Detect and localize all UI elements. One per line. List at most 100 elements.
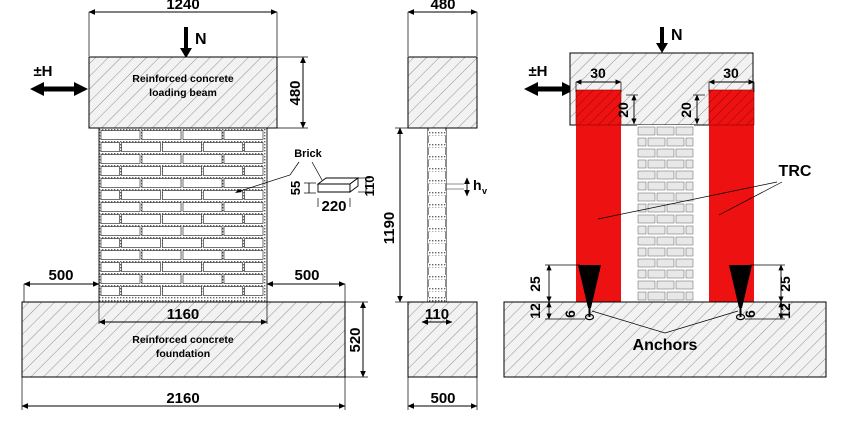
brick-course xyxy=(100,154,264,164)
side-view: 480 xyxy=(381,0,487,410)
brick-course xyxy=(637,159,694,169)
side-masonry-wall xyxy=(427,127,447,303)
dim-6-left-label: 6 xyxy=(562,310,578,318)
dim-6-right-label: 6 xyxy=(742,310,758,318)
brick-detail: Brick 55 220 xyxy=(235,148,377,215)
brick-course xyxy=(100,286,264,296)
dim-30-left-label: 30 xyxy=(590,65,606,81)
dim-front-foundation-width: 2160 xyxy=(21,377,346,410)
dim-course-height: h v xyxy=(446,177,487,197)
front-loading-beam: Reinforced concrete loading beam xyxy=(88,56,278,129)
dim-side-110-label: 110 xyxy=(425,306,449,323)
front-view: 1240 N ±H Reinforced concrete loading be… xyxy=(21,0,377,410)
brick-course xyxy=(100,262,264,272)
brick-course xyxy=(100,202,264,212)
brick-course xyxy=(100,226,264,236)
brick-course xyxy=(100,166,264,176)
brick-course xyxy=(100,130,264,140)
dim-brick-depth: 110 xyxy=(358,176,377,197)
brick-course xyxy=(100,190,264,200)
trc-strip-left xyxy=(575,89,622,302)
dim-12-left-label: 12 xyxy=(527,303,543,319)
dim-25-right-label: 25 xyxy=(777,276,793,292)
load-H-label: ±H xyxy=(33,63,52,80)
load-H-strengthened: ±H xyxy=(524,63,576,96)
dim-front-foundation-height: 520 xyxy=(345,301,368,378)
anchors-label: Anchors xyxy=(633,337,698,354)
dim-hv-label: h xyxy=(473,177,482,193)
brick-course xyxy=(637,247,694,257)
dim-gap-right: 20 xyxy=(678,94,705,125)
dim-anchor-right: 25 12 6 xyxy=(742,264,793,320)
front-masonry-wall xyxy=(98,127,268,303)
dim-1160-label: 1160 xyxy=(167,306,200,323)
brick-course xyxy=(637,203,694,213)
dim-brick-height: 55 xyxy=(288,181,316,195)
dim-brick-length: 220 xyxy=(317,198,351,215)
dim-front-offset-right: 500 xyxy=(266,267,346,303)
dim-500-right-label: 500 xyxy=(294,267,319,284)
trc-label: TRC xyxy=(779,163,812,180)
front-loading-beam-label-1: Reinforced concrete xyxy=(132,73,234,85)
front-loading-beam-label-2: loading beam xyxy=(149,87,217,99)
dim-side-wall-thickness: 110 xyxy=(421,306,453,325)
brick-course xyxy=(637,192,694,202)
anchor-left xyxy=(578,265,601,321)
brick-course xyxy=(637,126,694,136)
dim-25-left-label: 25 xyxy=(527,276,543,292)
trc-leader-lines: TRC xyxy=(597,163,812,220)
dim-20-left-label: 20 xyxy=(615,102,631,118)
brick-course xyxy=(100,142,264,152)
brick-course xyxy=(637,269,694,279)
dim-side-wall-height: 1190 xyxy=(381,127,410,303)
dim-brick-55-label: 55 xyxy=(288,181,303,195)
dim-brick-110-label: 110 xyxy=(362,176,377,197)
dim-side-beam-width: 480 xyxy=(407,0,478,56)
strengthened-masonry-wall xyxy=(637,125,694,302)
load-N-label-right: N xyxy=(671,27,683,44)
brick-course xyxy=(100,214,264,224)
brick-course xyxy=(637,291,694,301)
brick-course xyxy=(637,148,694,158)
dim-side-foundation-width: 500 xyxy=(407,377,478,410)
side-foundation xyxy=(407,301,478,378)
dim-hv-subscript: v xyxy=(482,186,487,196)
side-loading-beam xyxy=(407,56,478,129)
dim-1240-label: 1240 xyxy=(166,0,199,13)
anchor-right xyxy=(729,265,752,321)
brick-course xyxy=(637,181,694,191)
dim-front-beam-height: 480 xyxy=(277,56,308,129)
strengthened-foundation xyxy=(503,301,827,378)
brick-course xyxy=(100,250,264,260)
brick-course xyxy=(637,137,694,147)
dim-anchor-left: 25 12 6 xyxy=(527,264,585,320)
strengthened-view: N ±H xyxy=(503,27,827,378)
front-foundation-label-1: Reinforced concrete xyxy=(132,334,234,346)
brick-isometric-icon xyxy=(316,177,360,193)
dim-2160-label: 2160 xyxy=(166,390,199,407)
front-foundation: Reinforced concrete foundation xyxy=(21,301,346,378)
brick-course xyxy=(637,280,694,290)
dim-gap-left: 20 xyxy=(615,94,638,125)
dim-side-500-label: 500 xyxy=(430,390,455,407)
dim-trc-width-left: 30 xyxy=(575,65,622,92)
dim-480-label: 480 xyxy=(287,80,304,105)
brick-course xyxy=(100,274,264,284)
dim-12-right-label: 12 xyxy=(777,303,793,319)
brick-course xyxy=(100,178,264,188)
dim-front-beam-width: 1240 xyxy=(88,0,278,56)
dim-side-480-label: 480 xyxy=(430,0,455,13)
dim-trc-width-right: 30 xyxy=(708,65,755,92)
dim-30-right-label: 30 xyxy=(723,65,739,81)
front-foundation-label-2: foundation xyxy=(156,348,210,360)
load-H-front: ±H xyxy=(30,63,88,96)
dim-520-label: 520 xyxy=(347,327,364,352)
load-N-front: N xyxy=(180,27,207,58)
brick-course xyxy=(637,258,694,268)
dim-1190-label: 1190 xyxy=(381,212,398,245)
side-mortar-bands xyxy=(428,131,446,302)
brick-course xyxy=(637,225,694,235)
dim-20-right-label: 20 xyxy=(678,102,694,118)
